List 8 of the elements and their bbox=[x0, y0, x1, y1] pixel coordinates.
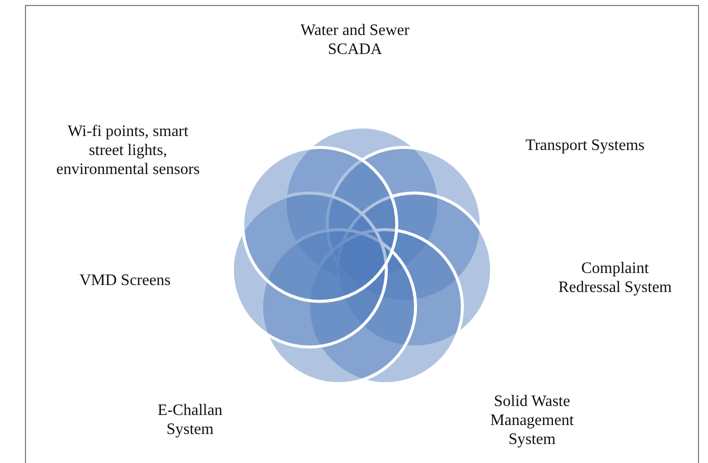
circle-label: Water and Sewer SCADA bbox=[300, 21, 410, 59]
circle bbox=[241, 146, 398, 303]
circle-label: Wi-fi points, smart street lights, environmental sensors bbox=[55, 122, 201, 178]
circle-label: Complaint Redressal System bbox=[557, 259, 673, 297]
circle-label: VMD Screens bbox=[78, 270, 172, 290]
circle-label: Solid Waste Management System bbox=[489, 392, 575, 448]
circle-label: Transport Systems bbox=[524, 136, 646, 154]
circle-label: E-Challan System bbox=[156, 401, 224, 439]
